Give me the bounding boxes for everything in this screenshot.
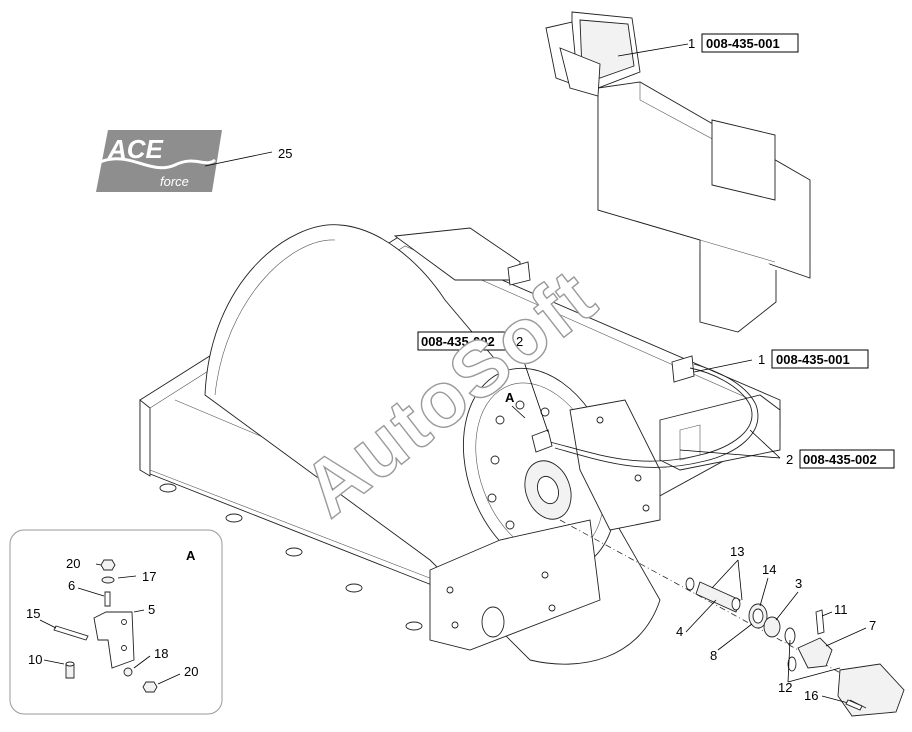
callout-8: 8 [710, 648, 717, 663]
detail-callout-20-bottom: 20 [184, 664, 198, 679]
display-panel [545, 11, 641, 97]
callout-16: 16 [804, 688, 818, 703]
detail-view-a: A 20 17 6 5 15 10 18 20 [9, 529, 223, 715]
callout-2-left: 2 [516, 334, 523, 349]
ace-force-logo: ACE force [96, 130, 222, 192]
callout-4: 4 [676, 624, 683, 639]
callout-12: 12 [778, 680, 792, 695]
detail-title: A [186, 548, 196, 563]
drum-frame [139, 224, 781, 665]
detail-callout-20-top: 20 [66, 556, 80, 571]
callout-7: 7 [869, 618, 876, 633]
callout-11: 11 [834, 602, 848, 617]
detail-callout-18: 18 [154, 646, 168, 661]
detail-callout-10: 10 [28, 652, 42, 667]
hydraulic-hoses [531, 363, 759, 468]
callout-13: 13 [730, 544, 744, 559]
callout-25: 25 [278, 146, 292, 161]
detail-callout-6: 6 [68, 578, 75, 593]
logo-word-force: force [160, 174, 189, 189]
part-number-top-right: 008-435-001 [706, 36, 780, 51]
detail-callout-5: 5 [148, 602, 155, 617]
callout-3: 3 [795, 576, 802, 591]
part-number-left: 008-435-002 [421, 334, 495, 349]
assembly-axis [559, 519, 891, 701]
part-number-mid-right: 008-435-001 [776, 352, 850, 367]
callout-14: 14 [762, 562, 776, 577]
shaft-parts [685, 577, 905, 717]
callout-1-top: 1 [688, 36, 695, 51]
callout-1-mid: 1 [758, 352, 765, 367]
detail-callout-17: 17 [142, 569, 156, 584]
tank-assembly [597, 81, 811, 333]
logo-word-ace: ACE [107, 134, 164, 164]
callout-2-right: 2 [786, 452, 793, 467]
detail-callout-15: 15 [26, 606, 40, 621]
view-a-marker: A [505, 390, 515, 405]
part-number-lower-right: 008-435-002 [803, 452, 877, 467]
